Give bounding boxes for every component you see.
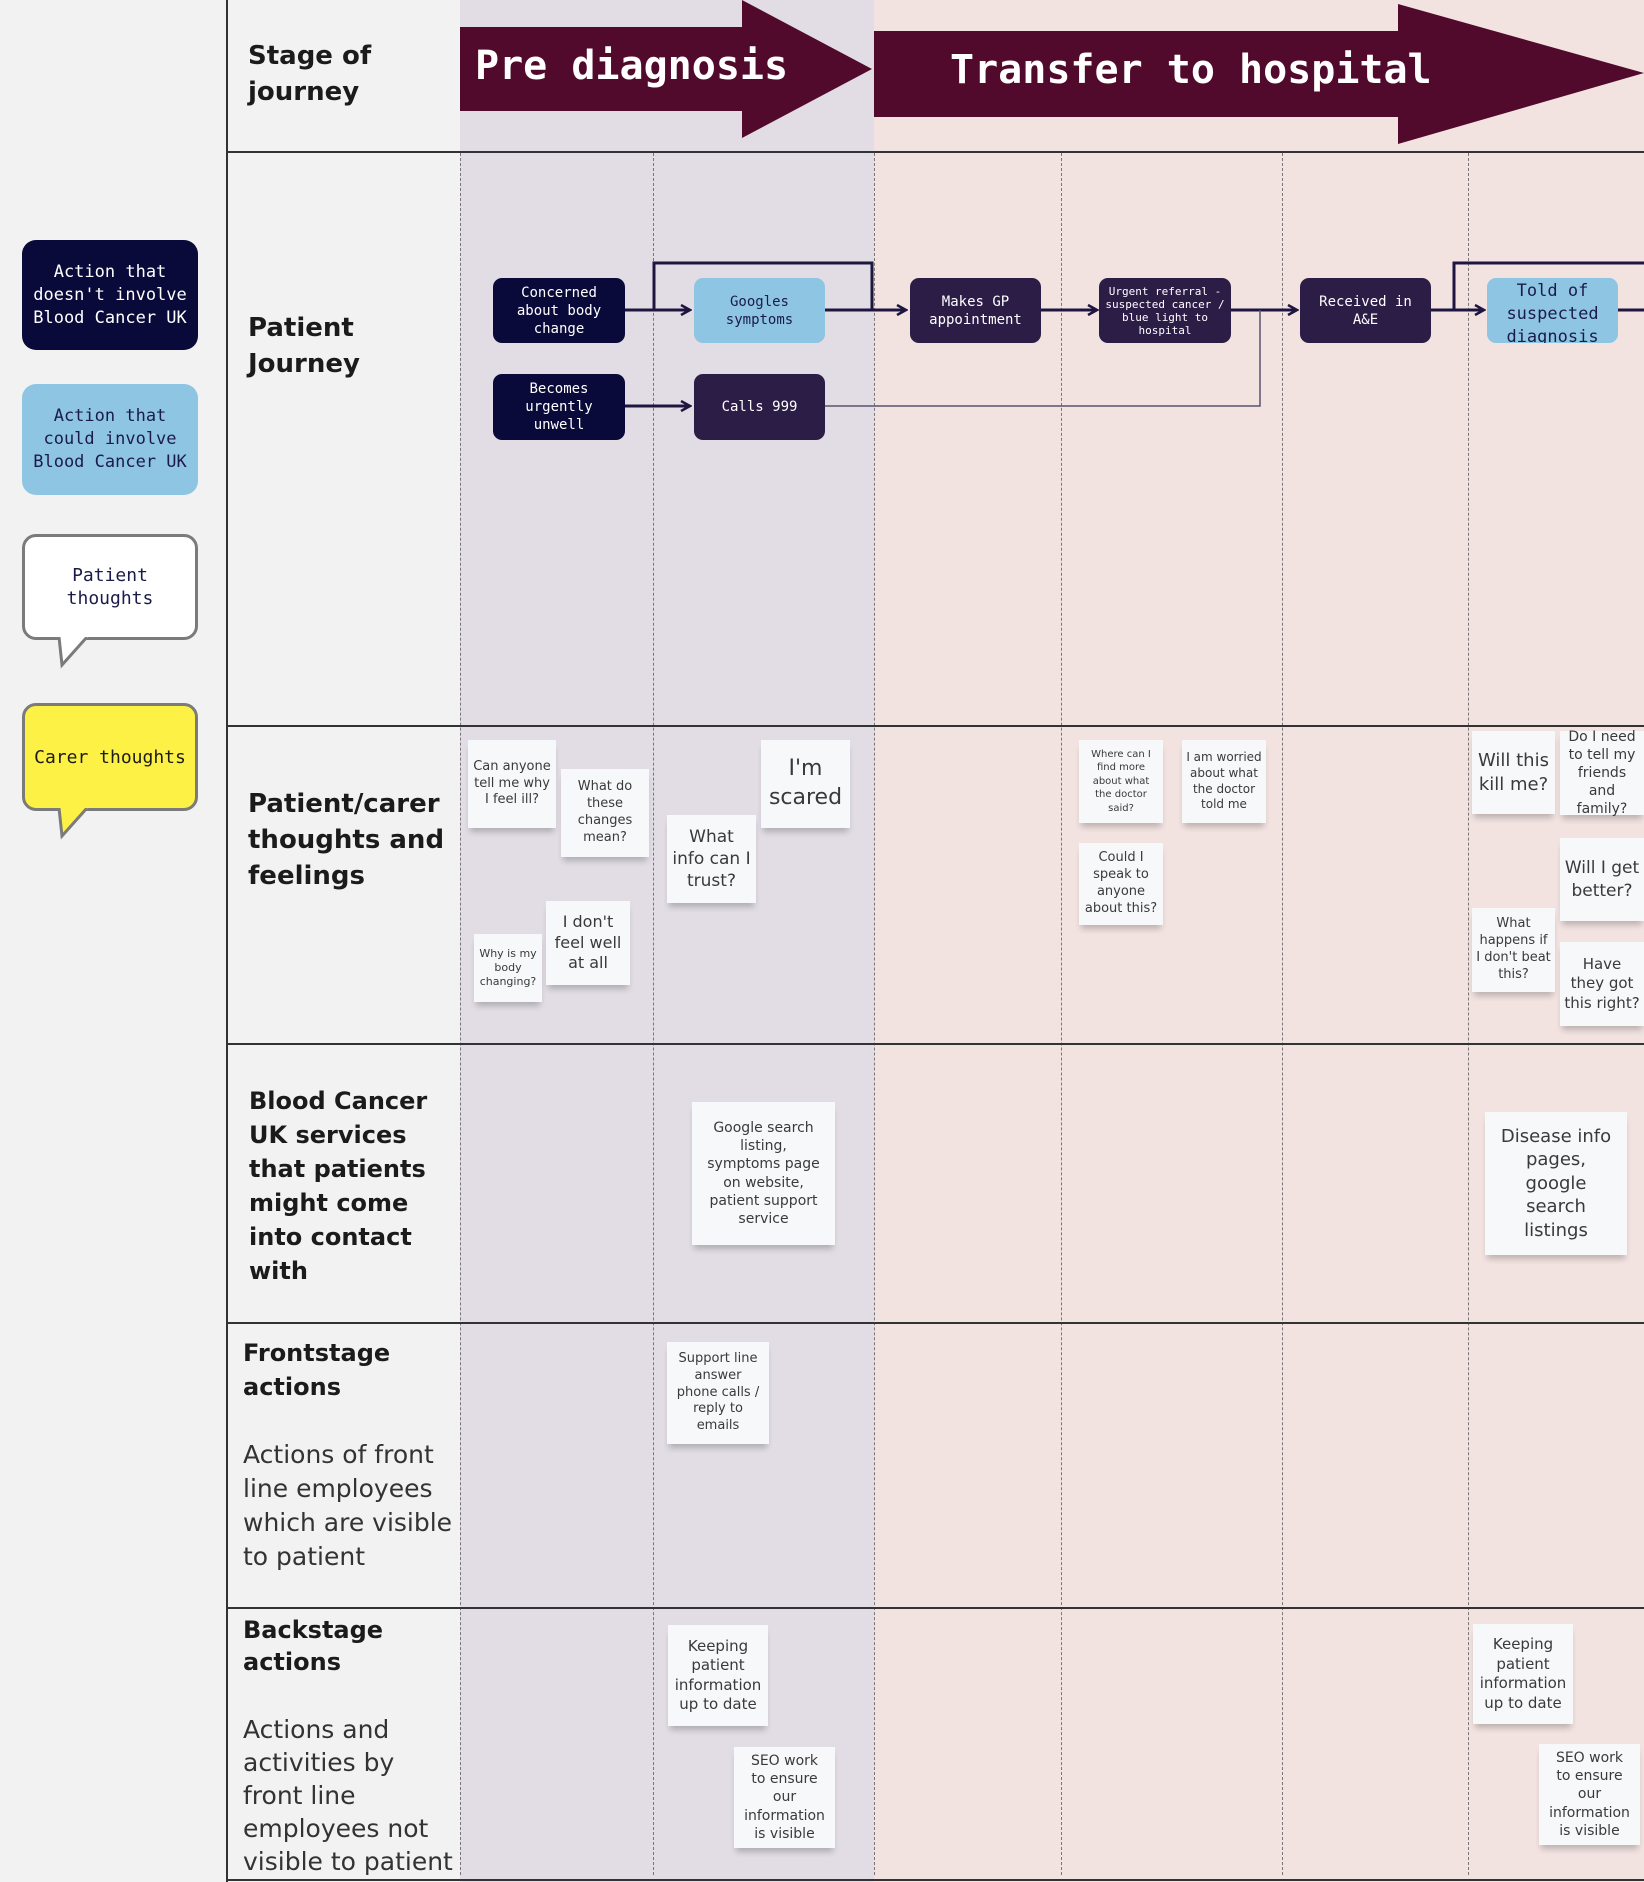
node-told-of-suspected-diagnosis[interactable]: Told of suspected diagnosis [1487, 278, 1618, 343]
sticky-thought[interactable]: What info can I trust? [667, 815, 756, 903]
row-label-stage: Stage of journey [248, 41, 372, 107]
column-divider [1061, 153, 1062, 1875]
row-label-frontstage: Frontstage actions [243, 1339, 391, 1401]
connector-999-ae [825, 310, 1261, 407]
sticky-thought[interactable]: I am worried about what the doctor told … [1182, 740, 1266, 823]
sticky-thought[interactable]: What happens if I don't beat this? [1472, 908, 1555, 992]
node-makes-gp-appointment[interactable]: Makes GP appointment [910, 278, 1041, 343]
sticky-frontstage[interactable]: Support line answer phone calls / reply … [667, 1342, 769, 1444]
sticky-service[interactable]: Google search listing, symptoms page on … [692, 1102, 835, 1245]
legend-patient-thoughts: Patient thoughts [22, 534, 198, 640]
sticky-thought[interactable]: I'm scared [761, 740, 850, 828]
legend-action-bcuk-label: Action that could involve Blood Cancer U… [33, 406, 187, 472]
sticky-thought[interactable]: Where can I find more about what the doc… [1079, 740, 1163, 823]
legend-action-bcuk: Action that could involve Blood Cancer U… [22, 384, 198, 495]
pre-diagnosis-arrow [460, 0, 872, 138]
sticky-backstage[interactable]: SEO work to ensure our information is vi… [734, 1747, 835, 1848]
legend-carer-thoughts-label: Carer thoughts [34, 746, 186, 768]
column-divider [653, 153, 654, 1875]
node-becomes-urgently-unwell[interactable]: Becomes urgently unwell [493, 374, 625, 440]
transfer-arrow [874, 4, 1644, 144]
row-label-border [226, 0, 228, 1882]
sticky-thought[interactable]: Could I speak to anyone about this? [1079, 843, 1163, 925]
row-divider [226, 725, 1644, 727]
legend-patient-thoughts-label: Patient thoughts [66, 565, 154, 609]
column-divider [460, 153, 461, 1875]
sticky-thought[interactable]: Have they got this right? [1560, 942, 1644, 1026]
row-desc-frontstage: Actions of front line employees which ar… [243, 1440, 453, 1571]
row-desc-backstage: Actions and activities by front line emp… [243, 1715, 453, 1876]
column-divider [1468, 153, 1469, 1875]
row-label-services: Blood Cancer UK services that patients m… [249, 1087, 428, 1285]
sticky-thought[interactable]: Do I need to tell my friends and family? [1560, 729, 1644, 817]
node-calls-999[interactable]: Calls 999 [694, 374, 825, 440]
loop-googles [652, 261, 874, 310]
column-divider [874, 153, 875, 1875]
row-label-patient-journey: Patient Journey [248, 313, 360, 379]
sticky-thought[interactable]: What do these changes mean? [561, 769, 649, 857]
speech-tail-icon [57, 637, 89, 669]
row-label-backstage: Backstage actions [243, 1616, 384, 1676]
loop-told [1452, 261, 1644, 310]
stage-transfer-to-hospital: Transfer to hospital [950, 47, 1432, 93]
node-received-in-ae[interactable]: Received in A&E [1300, 278, 1431, 343]
sticky-backstage[interactable]: SEO work to ensure our information is vi… [1539, 1744, 1640, 1845]
node-concerned-about-body-change[interactable]: Concerned about body change [493, 278, 625, 343]
row-divider [226, 151, 1644, 153]
sticky-thought[interactable]: Why is my body changing? [474, 934, 542, 1002]
legend-action-no-bcuk: Action that doesn't involve Blood Cancer… [22, 240, 198, 350]
speech-tail-icon [57, 808, 89, 840]
row-divider [226, 1043, 1644, 1045]
stage-pre-diagnosis: Pre diagnosis [475, 43, 789, 89]
sticky-thought[interactable]: Will I get better? [1560, 838, 1644, 921]
sticky-service[interactable]: Disease info pages, google search listin… [1485, 1112, 1627, 1255]
column-divider [1282, 153, 1283, 1875]
row-divider [226, 1879, 1644, 1881]
sticky-thought[interactable]: I don't feel well at all [546, 901, 630, 985]
sticky-thought[interactable]: Can anyone tell me why I feel ill? [468, 740, 556, 828]
legend-action-no-bcuk-label: Action that doesn't involve Blood Cancer… [33, 261, 187, 328]
node-googles-symptoms[interactable]: Googles symptoms [694, 278, 825, 343]
legend-carer-thoughts: Carer thoughts [22, 703, 198, 811]
row-divider [226, 1322, 1644, 1324]
row-divider [226, 1607, 1644, 1609]
node-urgent-referral[interactable]: Urgent referral - suspected cancer / blu… [1099, 278, 1231, 343]
row-label-thoughts: Patient/carer thoughts and feelings [248, 789, 445, 891]
sticky-backstage[interactable]: Keeping patient information up to date [1473, 1624, 1573, 1724]
sticky-thought[interactable]: Will this kill me? [1472, 731, 1555, 814]
sticky-backstage[interactable]: Keeping patient information up to date [668, 1625, 768, 1726]
